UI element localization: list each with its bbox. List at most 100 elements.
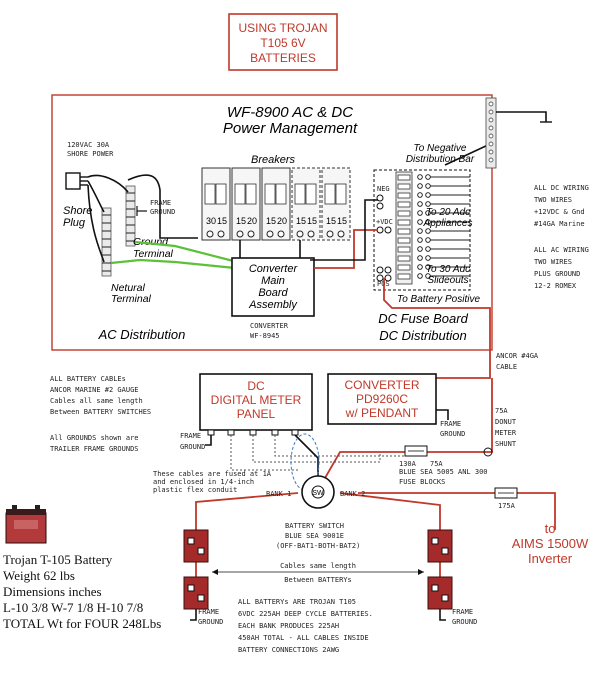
cable-note-2: ANCOR MARINE #2 GAUGE <box>50 386 139 394</box>
shore-power-line-2: SHORE POWER <box>67 150 114 158</box>
left-notes: ALL BATTERY CABLEs ANCOR MARINE #2 GAUGE… <box>50 375 151 453</box>
conduit-note-3: plastic flex conduit <box>153 486 237 494</box>
ac-note-1: ALL AC WIRING <box>534 246 589 254</box>
right-notes: ALL DC WIRING TWO WIRES +12VDC & Gnd #14… <box>495 184 589 448</box>
frame-ground-d-line-2: GROUND <box>452 618 477 626</box>
shunt-note-2: DONUT <box>495 418 517 426</box>
dc-note-2: TWO WIRES <box>534 196 572 204</box>
flex-conduit <box>290 433 320 491</box>
to-battery-positive: To Battery Positive <box>397 294 480 305</box>
to-30a-line-2: Slideouts <box>427 275 468 286</box>
breaker-value-8: 15 <box>307 216 317 226</box>
battery-switch-line-1: BATTERY SWITCH <box>285 522 344 530</box>
dc-meter-line-3: PANEL <box>237 407 276 421</box>
bank2-red-wire <box>339 492 441 530</box>
breaker-value-7: 15 <box>296 216 306 226</box>
neg-label: NEG <box>377 185 390 193</box>
frame-ground-b-line-2: GROUND <box>180 443 205 451</box>
ground-note-1: All GROUNDS shown are <box>50 434 139 442</box>
panel-title-1: WF-8900 AC & DC <box>227 104 353 121</box>
converter-pd-line-2: PD9260C <box>356 392 408 406</box>
dc-fuse-line-1: DC Fuse Board <box>378 311 468 326</box>
dc-note-3: +12VDC & Gnd <box>534 208 585 216</box>
title-box: USING TROJAN T105 6V BATTERIES <box>228 13 338 71</box>
to-20a-line-1: To 20 Adc <box>426 207 470 218</box>
frame-ground-a-line-1: FRAME <box>440 420 461 428</box>
converter-pd9260c: CONVERTER PD9260C w/ PENDANT <box>327 373 437 425</box>
breaker-values: 30 15 15 20 15 20 15 15 15 15 <box>206 216 347 226</box>
shore-wire-ground <box>87 184 105 263</box>
neutral-terminal-line-1: Netural <box>111 282 146 294</box>
shunt-note-3: METER <box>495 429 517 437</box>
ancor-note-1: ANCOR #4GA <box>496 352 539 360</box>
shore-wire-neutral <box>87 180 105 213</box>
ground-terminal-strip <box>125 185 136 247</box>
neutral-terminal-strip <box>101 207 112 277</box>
fuse-130a-label: 130A <box>399 460 417 468</box>
conduit-note-1: These cables are fused at 1A <box>153 470 272 478</box>
shore-power-line-1: 120VAC 30A <box>67 141 110 149</box>
battery-2b <box>427 576 453 610</box>
converter-model-line-1: CONVERTER <box>250 322 289 330</box>
cables-same-line-2: Between BATTERYs <box>284 576 351 584</box>
trojan-line-5: TOTAL Wt for FOUR 248Lbs <box>3 616 161 631</box>
ac-note-3: PLUS GROUND <box>534 270 580 278</box>
breaker-value-5: 15 <box>266 216 276 226</box>
dc-meter-line-2: DIGITAL METER <box>211 393 302 407</box>
battery-switch: SW <box>301 475 335 509</box>
converter-main-line-3: Board <box>258 287 288 299</box>
shore-plug-line-2: Plug <box>63 217 86 229</box>
frame-ground-a-line-2: GROUND <box>440 430 465 438</box>
battery-1a <box>183 529 209 563</box>
cable-note-4: Between BATTERY SWITCHES <box>50 408 151 416</box>
ground-terminal-line-2: Terminal <box>133 248 174 260</box>
inverter-line-1: to <box>545 521 556 536</box>
dc-note-1: ALL DC WIRING <box>534 184 589 192</box>
dc-fuse-line-2: DC Distribution <box>379 328 466 343</box>
title-line-3: BATTERIES <box>250 51 316 65</box>
fuse-blocks <box>404 445 518 499</box>
fuse-circuit-dots <box>417 174 431 279</box>
breaker-value-3: 15 <box>236 216 246 226</box>
converter-pd-line-3: w/ PENDANT <box>345 406 419 420</box>
trojan-line-4: L-10 3/8 W-7 1/8 H-10 7/8 <box>3 600 143 615</box>
bank1-red-wire <box>195 492 299 530</box>
inverter-line-3: Inverter <box>528 551 573 566</box>
fuse-75a-label: 75A <box>430 460 443 468</box>
inverter-line-2: AIMS 1500W <box>512 536 589 551</box>
bank2-label: BANK 2 <box>340 490 365 498</box>
breaker-value-1: 30 <box>206 216 216 226</box>
green-ground-wire-1 <box>134 240 246 266</box>
battery-note-1: ALL BATTERYs ARE TROJAN T105 <box>238 598 356 606</box>
pos-to-battery-red-wire <box>383 278 486 309</box>
shore-plug-icon <box>65 172 88 190</box>
shore-wire-hot <box>87 174 129 193</box>
bank1-label: BANK 1 <box>266 490 291 498</box>
donut-shunt <box>483 447 493 457</box>
battery-note-4: 450AH TOTAL - ALL CABLES INSIDE <box>238 634 369 642</box>
battery-bank-2 <box>427 529 453 610</box>
fuse-blocks-line-2: FUSE BLOCKS <box>399 478 445 486</box>
breaker-value-4: 20 <box>247 216 257 226</box>
title-line-1: USING TROJAN <box>238 21 327 35</box>
frame-ground-c-line-1: FRAME <box>198 608 219 616</box>
shore-plug-line-1: Shore <box>63 205 92 217</box>
converter-main-line-1: Converter <box>249 263 299 275</box>
shunt-note-1: 75A <box>495 407 508 415</box>
neg-bar-ground-wire <box>496 111 547 122</box>
terminal-strip-ticks <box>102 192 135 272</box>
ground-note-2: TRAILER FRAME GROUNDS <box>50 445 139 453</box>
shunt-to-switch-red-wire <box>324 451 488 479</box>
trojan-line-3: Dimensions inches <box>3 584 102 599</box>
battery-bank-1 <box>183 529 209 610</box>
frame-ground-d-line-1: FRAME <box>452 608 473 616</box>
converter-pd-line-1: CONVERTER <box>344 378 419 392</box>
ac-distribution-label: AC Distribution <box>98 327 186 342</box>
converter-to-vdc-red-wire <box>314 229 378 269</box>
ancor-note-2: CABLE <box>496 363 517 371</box>
battery-1b <box>183 576 209 610</box>
to-20a-line-2: Appliances <box>423 218 473 229</box>
battery-note-3: EACH BANK PRODUCES 225AH <box>238 622 339 630</box>
trojan-line-2: Weight 62 lbs <box>3 568 75 583</box>
